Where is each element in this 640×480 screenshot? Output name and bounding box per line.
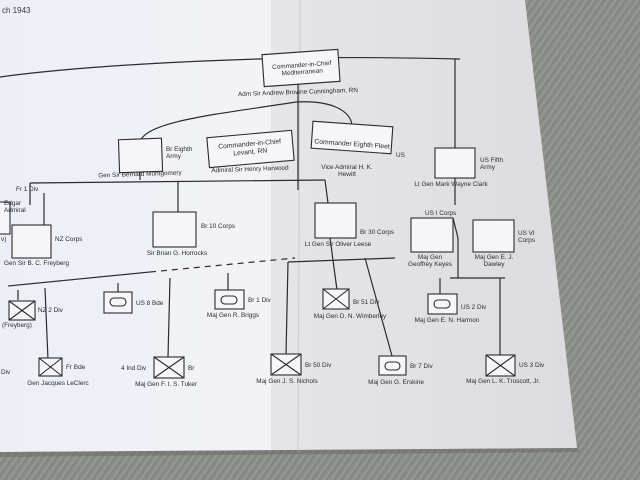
us-vi-corps-name: Maj Gen E. J. Dawley bbox=[474, 254, 514, 269]
box-eighth-army bbox=[117, 137, 164, 174]
unit-us8bde-symbol bbox=[103, 291, 133, 314]
eighth-army-side: Br Eighth Army bbox=[166, 146, 193, 161]
connector-br7 bbox=[364, 257, 393, 357]
box-left-edge bbox=[0, 201, 11, 235]
unit-4ind-symbol bbox=[153, 356, 185, 379]
br1div-side: Br 1 Div bbox=[248, 297, 271, 304]
connector-to-xxx bbox=[324, 179, 329, 204]
connector-frbde bbox=[44, 287, 49, 361]
box-xxx-corps bbox=[314, 202, 357, 239]
frbde-side: Fr Bde bbox=[66, 364, 86, 371]
xxx-corps-side: Br 30 Corps bbox=[360, 229, 395, 236]
br51div-name: Maj Gen D. N. Wimberley bbox=[313, 313, 387, 320]
us3div-name: Maj Gen L. K. Truscott, Jr. bbox=[466, 378, 540, 385]
fr1div-name: Edgar Admiral bbox=[4, 200, 26, 215]
unit-us2div-symbol bbox=[427, 293, 458, 315]
us-i-corps-side: US I Corps bbox=[425, 210, 457, 217]
x-corps-side: Br 10 Corps bbox=[201, 223, 236, 230]
br7div-side: Br 7 Div bbox=[410, 363, 433, 370]
nz2div-name: (Freyberg) bbox=[2, 322, 32, 329]
us-vi-corps-side: US VI Corps bbox=[518, 230, 536, 245]
connector-div-dashed bbox=[7, 271, 151, 287]
box-levant bbox=[206, 129, 295, 169]
nz2div-side: NZ 2 Div bbox=[38, 307, 63, 314]
ind4div-side2: Br bbox=[188, 365, 195, 372]
ind4div-name: Maj Gen F. I. S. Tuker bbox=[135, 381, 197, 388]
eighth-fleet-side: US bbox=[396, 152, 405, 159]
us-i-corps-name: Maj Gen Geoffrey Keyes bbox=[408, 254, 452, 269]
unit-frbde-symbol bbox=[38, 357, 63, 377]
nz-corps-side: NZ Corps bbox=[55, 236, 83, 243]
connector-div-right bbox=[287, 257, 396, 263]
fifth-army-side: US Fifth Army bbox=[480, 157, 504, 172]
br1div-name: Maj Gen R. Briggs bbox=[206, 312, 260, 319]
br51div-side: Br 51 Div bbox=[353, 299, 380, 306]
us3div-side: US 3 Div bbox=[519, 362, 545, 369]
unit-br1div-symbol bbox=[214, 289, 245, 310]
xxx-corps-name: Lt Gen Sir Oliver Leese bbox=[304, 241, 372, 248]
us2div-name: Maj Gen E. N. Harmon bbox=[414, 317, 480, 324]
box-eighth-fleet bbox=[310, 120, 394, 155]
page-header-date: ch 1943 bbox=[2, 6, 31, 15]
connector-4ind bbox=[167, 277, 171, 358]
unit-br50-symbol bbox=[270, 353, 302, 376]
connector-br51 bbox=[329, 237, 338, 291]
nz-corps-prefix: v) bbox=[1, 236, 7, 243]
us8bde-side: US 8 Bde bbox=[136, 300, 164, 307]
box-fifth-army bbox=[434, 147, 476, 179]
br7div-name: Maj Gen G. Erskine bbox=[368, 379, 424, 386]
unit-nz2div-symbol bbox=[8, 300, 36, 321]
box-med-cinc bbox=[261, 48, 341, 88]
eighth-fleet-name: Vice Admiral H. K. Hewitt bbox=[321, 164, 373, 179]
paper-shadow bbox=[0, 448, 580, 457]
left-edge-div-label: Div bbox=[1, 369, 11, 376]
unit-br7-symbol bbox=[378, 355, 407, 376]
unit-br51div-symbol bbox=[322, 288, 350, 310]
x-corps-name: Sir Brian G. Horrocks bbox=[146, 250, 208, 257]
box-x-corps bbox=[152, 211, 197, 248]
unit-us3-symbol bbox=[485, 354, 516, 377]
connector-div-dashed-mid bbox=[149, 257, 296, 273]
br50div-side: Br 50 Div bbox=[305, 362, 332, 369]
fr1div-side: Fr 1 Div bbox=[16, 186, 39, 193]
fifth-army-name: Lt Gen Mark Wayne Clark bbox=[414, 181, 488, 188]
box-us-i-corps bbox=[410, 217, 454, 253]
br50div-name: Maj Gen J. S. Nichols bbox=[256, 378, 318, 385]
connector-fleet-arc bbox=[139, 101, 353, 143]
frbde-name: Gen Jacques LeClerc bbox=[27, 380, 89, 387]
ind4div-side: 4 Ind Div bbox=[121, 365, 147, 372]
paper-sheet bbox=[0, 0, 577, 452]
connector-br50 bbox=[285, 261, 289, 356]
nz-corps-name: Gen Sir B. C. Freyberg bbox=[4, 260, 69, 267]
box-nz-corps bbox=[11, 224, 52, 259]
connector-icorps-link bbox=[452, 217, 459, 239]
us2div-side: US 2 Div bbox=[461, 304, 487, 311]
box-us-vi-corps bbox=[472, 219, 515, 253]
